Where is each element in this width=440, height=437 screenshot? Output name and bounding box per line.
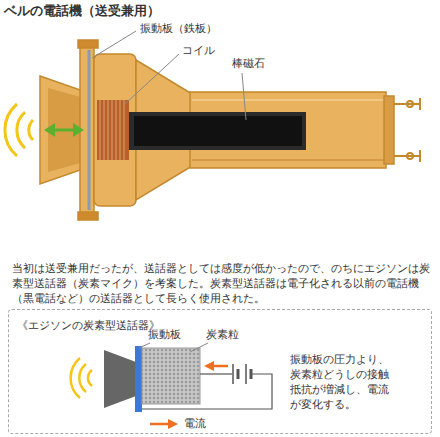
diaphragm <box>135 346 142 412</box>
coil <box>97 100 129 160</box>
sound-waves <box>5 104 33 156</box>
part-label: 振動板（鉄板） <box>140 22 217 36</box>
part-label: 棒磁石 <box>232 57 265 71</box>
sound-waves <box>71 358 92 398</box>
note-text: 振動板の圧力より、炭素粒どうしの接触抵抗が増減し、電流が変化する。 <box>290 352 394 412</box>
leader-lines <box>92 31 246 120</box>
bar-magnet <box>129 112 306 150</box>
mouthpiece <box>104 350 136 408</box>
receiver-body <box>40 40 394 220</box>
diaphragm <box>88 50 91 210</box>
terminals <box>394 98 420 162</box>
part-label: 電流 <box>184 417 206 431</box>
description-text: 当初は送受兼用だったが、送話器としては感度が低かったので、のちにエジソンは炭素型… <box>12 261 430 306</box>
leader-lines <box>139 343 208 352</box>
bar-magnet-core <box>134 116 302 146</box>
panel-heading: 《エジソンの炭素型送話器》 <box>17 319 160 333</box>
vibration-arrow <box>44 123 84 137</box>
part-label: コイル <box>182 44 215 58</box>
part-label: 炭素粒 <box>206 328 239 342</box>
circuit-wire <box>142 374 272 409</box>
battery-symbol <box>233 364 251 384</box>
diagram-title: ベルの電話機（送受兼用） <box>4 2 160 19</box>
carbon-granules <box>142 348 200 404</box>
part-label: 振動板 <box>148 328 181 342</box>
